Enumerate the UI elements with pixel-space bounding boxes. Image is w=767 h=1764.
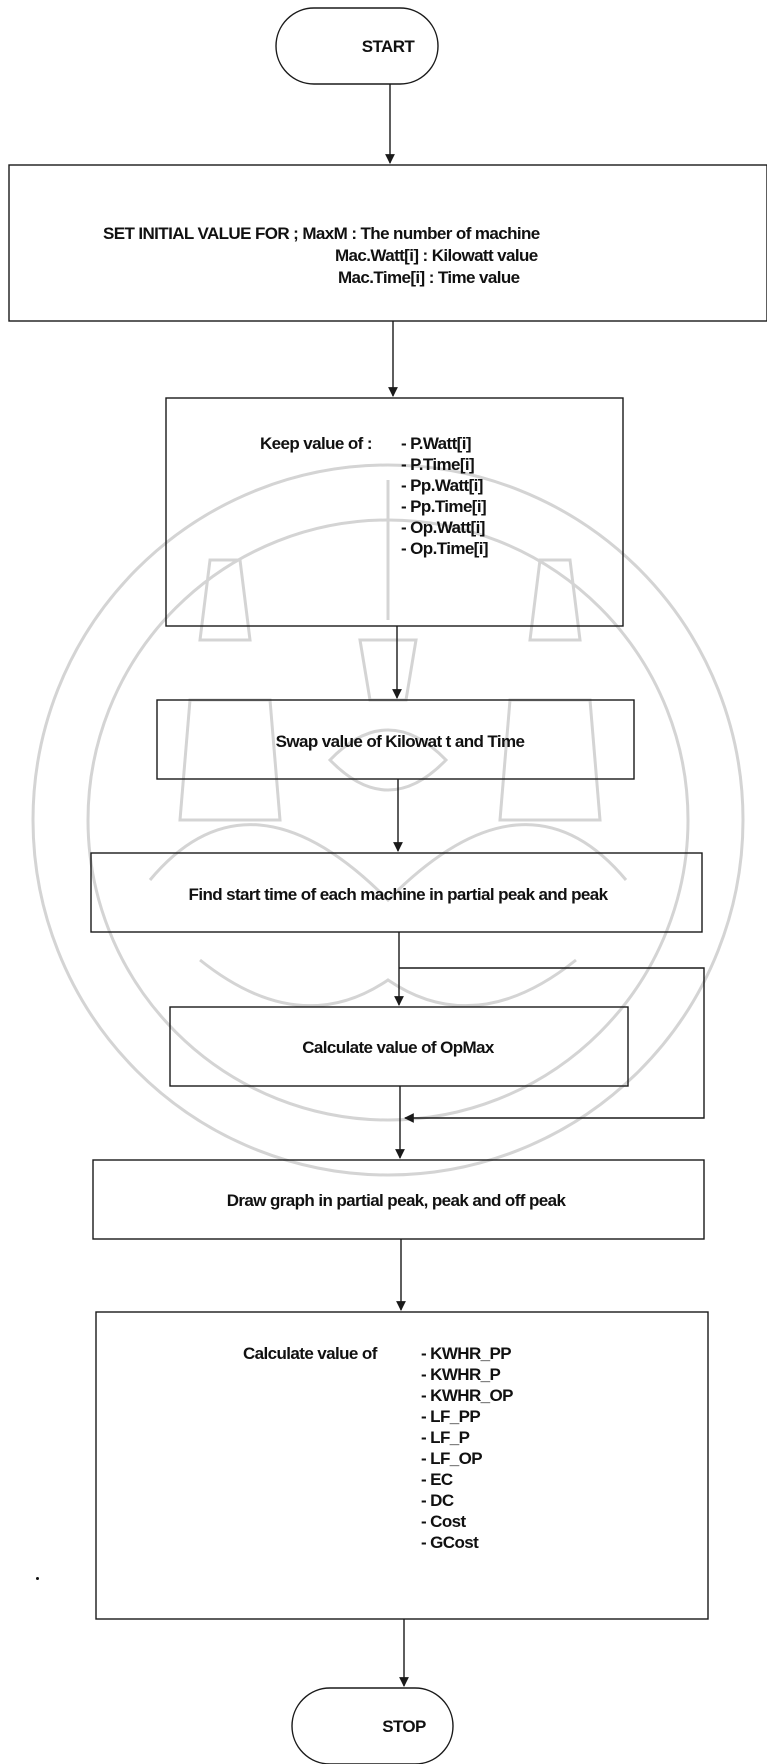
opmax-label: Calculate value of OpMax — [302, 1038, 494, 1057]
swap-label: Swap value of Kilowat t and Time — [275, 732, 525, 751]
find-label: Find start time of each machine in parti… — [188, 885, 609, 904]
start-label: START — [361, 37, 415, 56]
calc-item: - DC — [421, 1491, 454, 1510]
calc-item: - GCost — [421, 1533, 479, 1552]
keep-item: - Pp.Time[i] — [401, 497, 487, 516]
draw-label: Draw graph in partial peak, peak and off… — [226, 1191, 566, 1210]
draw-process-shape — [92, 1159, 705, 1240]
init-line-1: SET INITIAL VALUE FOR ; MaxM : The numbe… — [103, 224, 540, 243]
keep-label: Keep value of : — [260, 434, 373, 453]
calc-item: - KWHR_OP — [421, 1386, 513, 1405]
init-line-2: Mac.Watt[i] : Kilowatt value — [335, 246, 538, 265]
init-process-shape — [8, 164, 767, 322]
find-process-shape — [90, 852, 703, 933]
calc-process-shape — [95, 1311, 709, 1620]
calc-list: - KWHR_PP - KWHR_P - KWHR_OP - LF_PP - L… — [421, 1343, 513, 1553]
calc-item: - LF_OP — [421, 1449, 483, 1468]
loop-connector — [399, 967, 705, 1123]
keep-process-shape — [165, 397, 624, 627]
keep-item: - P.Watt[i] — [401, 434, 472, 453]
calc-item: - LF_PP — [421, 1407, 481, 1426]
calc-item: - EC — [421, 1470, 453, 1489]
calc-label: Calculate value of — [243, 1344, 377, 1363]
calc-item: - KWHR_P — [421, 1365, 501, 1384]
stop-label: STOP — [382, 1717, 426, 1736]
opmax-process-shape — [169, 1006, 629, 1087]
keep-list: - P.Watt[i] - P.Time[i] - Pp.Watt[i] - P… — [401, 433, 489, 559]
swap-process-shape — [156, 699, 635, 780]
stop-terminal-shape — [291, 1687, 454, 1764]
start-terminal-shape — [275, 7, 439, 85]
calc-item: - Cost — [421, 1512, 466, 1531]
keep-item: - Pp.Watt[i] — [401, 476, 483, 495]
stray-dot — [36, 1577, 39, 1580]
calc-item: - KWHR_PP — [421, 1344, 512, 1363]
keep-item: - Op.Watt[i] — [401, 518, 485, 537]
keep-item: - P.Time[i] — [401, 455, 475, 474]
init-line-3: Mac.Time[i] : Time value — [338, 268, 520, 287]
calc-item: - LF_P — [421, 1428, 470, 1447]
keep-item: - Op.Time[i] — [401, 539, 489, 558]
